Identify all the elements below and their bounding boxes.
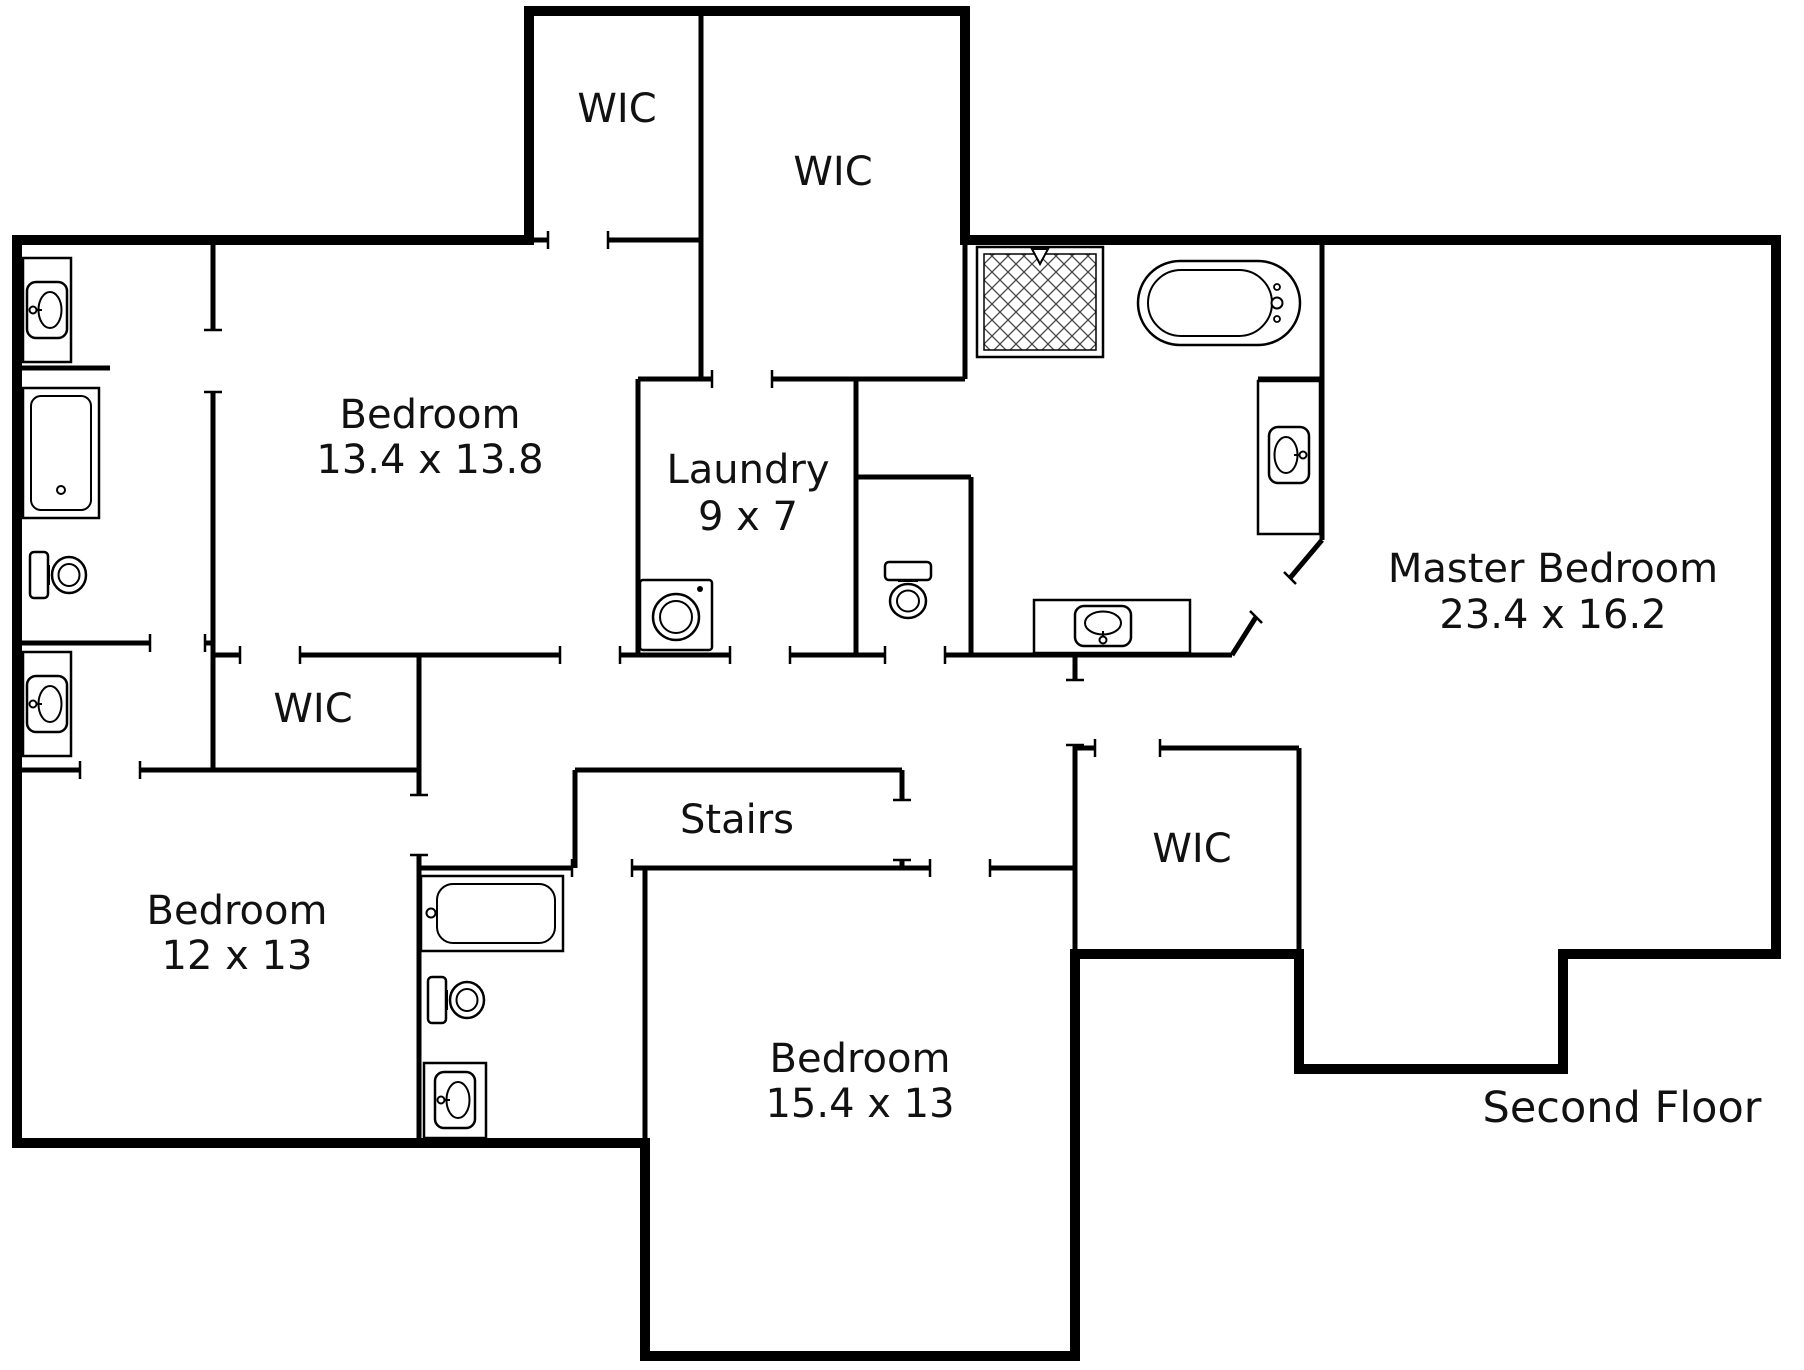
shower-icon (21, 386, 101, 520)
tiled-shower-icon (975, 245, 1105, 359)
sink-icon (1073, 604, 1133, 648)
freestanding-tub-icon (1136, 259, 1302, 347)
room-label-bedroom1: Bedroom (340, 392, 521, 438)
room-dims-bedroom2: 12 x 13 (162, 933, 313, 979)
room-dims-bedroom3: 15.4 x 13 (765, 1081, 954, 1127)
room-dims-bedroom1: 13.4 x 13.8 (316, 437, 543, 483)
washer-icon (638, 578, 714, 652)
sink-icon (25, 280, 69, 340)
room-label-stairs: Stairs (680, 797, 794, 843)
bathtub-icon (419, 874, 565, 953)
room-dims-master-bedroom: 23.4 x 16.2 (1439, 592, 1666, 638)
door-openings (78, 231, 1297, 877)
room-label-wic-master: WIC (1152, 826, 1231, 872)
room-label-master-bedroom: Master Bedroom (1388, 546, 1718, 592)
room-label-wic-top-left: WIC (577, 86, 656, 132)
sink-icon (1267, 425, 1311, 485)
room-label-bedroom2: Bedroom (147, 888, 328, 934)
room-dims-laundry: 9 x 7 (698, 494, 798, 540)
room-label-wic-left: WIC (273, 686, 352, 732)
sink-icon (433, 1070, 477, 1130)
exterior-walls (12, 6, 1781, 1361)
sink-icon (25, 674, 69, 734)
room-label-laundry: Laundry (666, 447, 829, 493)
room-label-wic-top-right: WIC (793, 149, 872, 195)
interior-walls (17, 11, 1325, 1143)
room-label-bedroom3: Bedroom (770, 1036, 951, 1082)
floor-title: Second Floor (1483, 1083, 1762, 1133)
